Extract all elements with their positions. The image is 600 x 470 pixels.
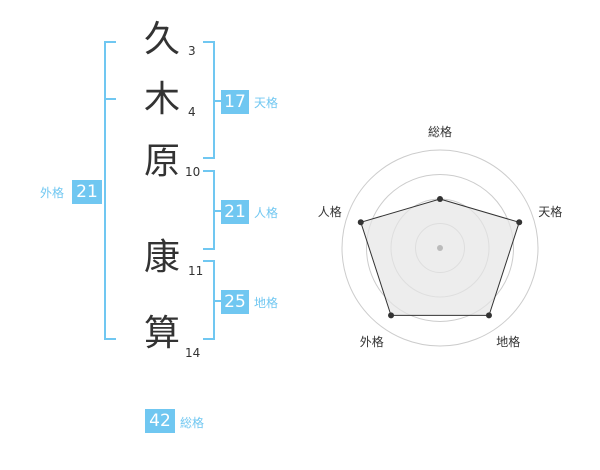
tenkaku-label: 天格 (254, 96, 279, 110)
radar-data-polygon (360, 198, 520, 316)
radar-axis-label-5: 人格 (318, 204, 342, 219)
jinkaku-bracket-tick (213, 210, 221, 212)
radar-axis-label-2: 天格 (538, 204, 562, 219)
soukaku-label: 総格 (180, 416, 205, 430)
radar-axis-label-3: 地格 (496, 334, 520, 349)
tenkaku-value: 17 (221, 90, 249, 114)
gaikaku-value: 21 (72, 180, 102, 204)
chikaku-label: 地格 (254, 296, 279, 310)
stroke-count-3: 10 (185, 165, 201, 179)
chikaku-value: 25 (221, 290, 249, 314)
kanji-char-1: 久 (143, 19, 180, 60)
jinkaku-value: 21 (221, 200, 249, 224)
gaikaku-label: 外格 (40, 186, 65, 200)
kanji-char-2: 木 (143, 79, 180, 120)
kanji-char-3: 原 (143, 141, 180, 182)
gaikaku-bracket-tick (104, 98, 116, 100)
kanji-char-5: 算 (143, 313, 180, 354)
radar-point-5 (357, 219, 364, 226)
radar-center-dot (437, 245, 443, 251)
radar-point-1 (437, 196, 443, 202)
jinkaku-label: 人格 (254, 206, 279, 220)
stroke-count-2: 4 (188, 105, 196, 119)
stroke-count-1: 3 (188, 44, 196, 58)
tenkaku-bracket-tick (213, 100, 221, 102)
radar-point-3 (485, 312, 492, 319)
radar-point-2 (516, 219, 523, 226)
radar-data-points (357, 196, 523, 319)
soukaku-value: 42 (145, 409, 175, 433)
radar-grid-ring (366, 174, 514, 322)
gaikaku-bracket (104, 41, 116, 340)
radar-axis-label-4: 外格 (360, 334, 384, 349)
stroke-count-4: 11 (188, 264, 204, 278)
stroke-count-5: 14 (185, 346, 201, 360)
radar-point-4 (388, 312, 395, 319)
chikaku-bracket-tick (213, 300, 221, 302)
radar-axis-label-1: 総格 (428, 124, 452, 139)
kanji-char-4: 康 (143, 237, 180, 278)
